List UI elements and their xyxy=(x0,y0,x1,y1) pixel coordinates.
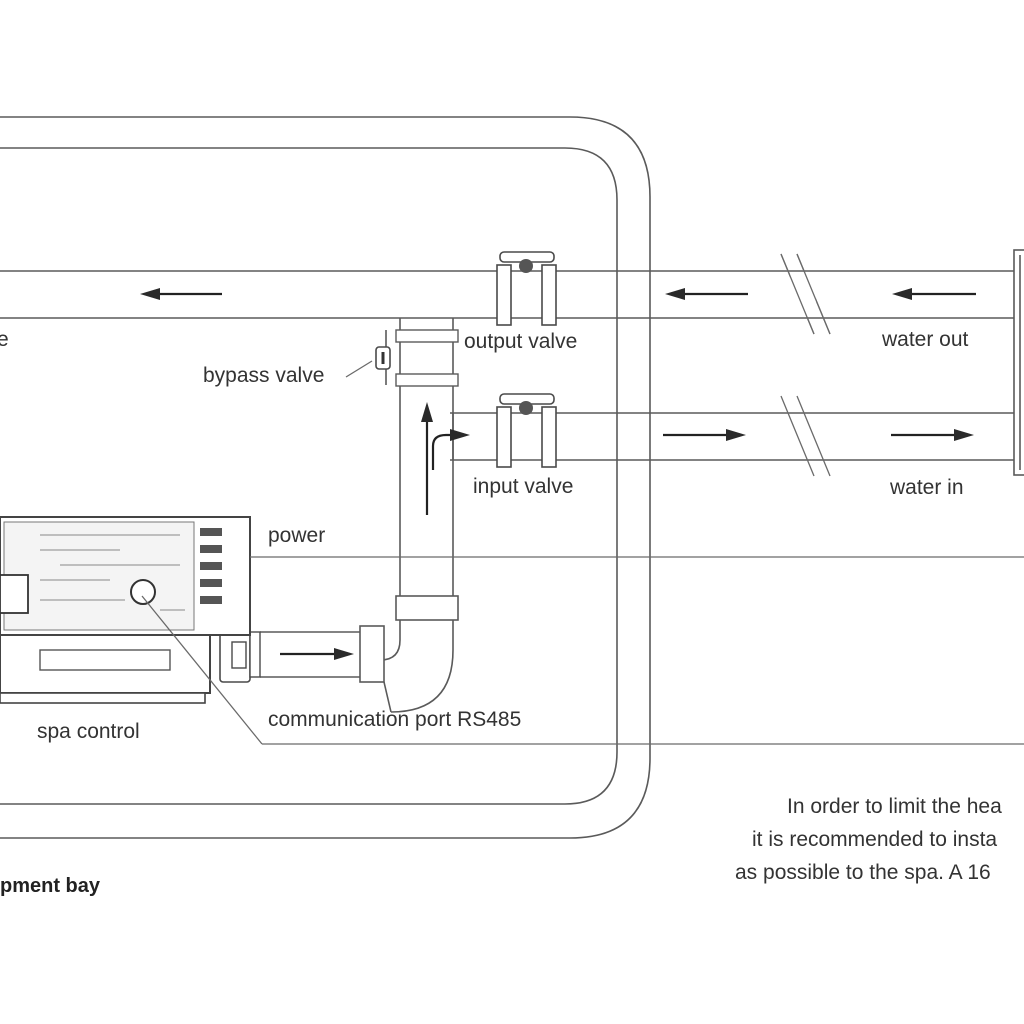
power-label: power xyxy=(268,524,325,547)
spa-wall xyxy=(1013,249,1024,476)
output-valve xyxy=(496,251,557,326)
input-valve xyxy=(496,393,557,468)
flow-arrow-bypass-split xyxy=(421,402,470,515)
bypass-valve xyxy=(375,330,391,385)
bypass-valve-label: bypass valve xyxy=(203,364,324,387)
pipe-break-bottom xyxy=(780,395,831,477)
communication-port-label: communication port RS485 xyxy=(268,708,521,731)
flow-arrow-top-left xyxy=(140,288,222,300)
communication-line xyxy=(141,595,1024,745)
water-out-label: water out xyxy=(881,328,969,351)
flow-arrow-bottom-mid xyxy=(663,429,746,441)
equipment-bay-outline xyxy=(0,116,651,839)
bypass-valve-leader xyxy=(345,360,373,378)
output-valve-label: output valve xyxy=(464,330,577,353)
note-line-1: In order to limit the hea xyxy=(787,795,1002,818)
spa-control-unit xyxy=(0,516,251,704)
spa-control-label: spa control xyxy=(37,720,140,743)
flow-arrow-top-mid xyxy=(665,288,748,300)
bypass-pipe xyxy=(395,318,459,598)
flow-arrow-top-right xyxy=(892,288,976,300)
input-valve-label: input valve xyxy=(473,475,573,498)
flow-arrow-bottom-right xyxy=(891,429,974,441)
left-edge-label: e xyxy=(0,328,9,351)
equipment-bay-label: pment bay xyxy=(0,875,101,897)
note-line-2: it is recommended to insta xyxy=(752,828,997,851)
note-line-3: as possible to the spa. A 16 xyxy=(735,861,991,884)
flow-arrow-spa-control xyxy=(280,648,354,660)
water-in-label: water in xyxy=(889,476,964,499)
pipe-break-top xyxy=(780,253,831,335)
lower-elbow-pipe xyxy=(219,595,459,713)
